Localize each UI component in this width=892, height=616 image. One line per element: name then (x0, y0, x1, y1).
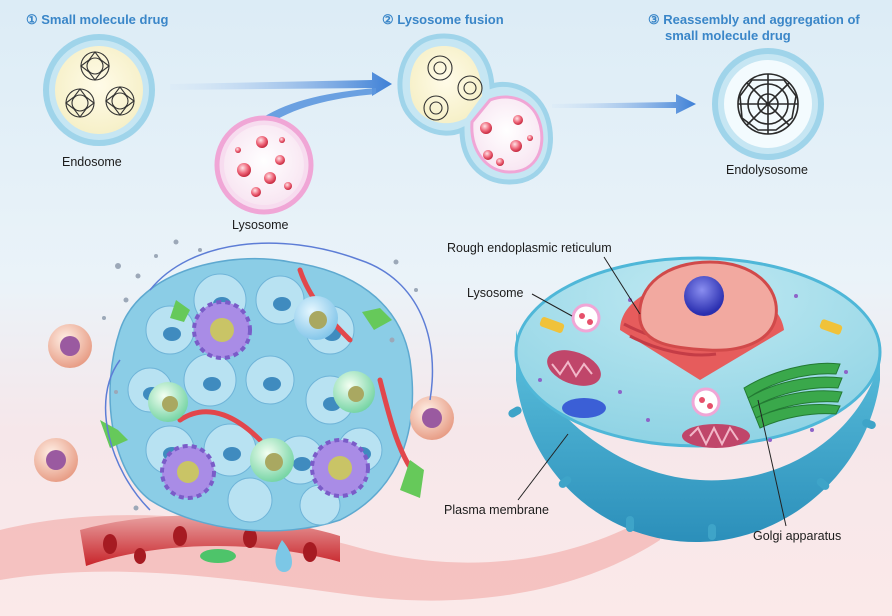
membrane-protrusions (508, 406, 876, 540)
fused-vesicle (397, 33, 553, 185)
vessel-green-cell (200, 549, 236, 563)
plasma-membrane (516, 330, 880, 543)
cell-lysosomes (571, 303, 721, 417)
step-3-subtitle: small molecule drug (665, 28, 791, 43)
macrophage-cells (34, 324, 454, 482)
ribosomes (538, 294, 848, 442)
nucleolus (684, 276, 724, 316)
leader-golgi (757, 399, 787, 527)
endosome-label: Endosome (62, 155, 122, 169)
rough-er-label: Rough endoplasmic reticulum (447, 241, 612, 255)
fused-fullerenes (423, 55, 483, 121)
enzyme-particles (235, 136, 292, 197)
lymphocyte-cells (148, 296, 375, 482)
smooth-er (562, 398, 606, 418)
arrow-to-lysosome-fusion (170, 72, 392, 96)
endolysosome-vesicle (712, 48, 824, 160)
leader-lines (517, 256, 787, 527)
aggregated-fullerene (737, 73, 799, 135)
cell-cross-section (508, 256, 882, 543)
centriole (539, 317, 565, 333)
arrow-lysosome-curve (262, 88, 376, 126)
vessel-leak-droplet (275, 540, 292, 572)
step-1-title: ① Small molecule drug (26, 12, 169, 27)
lysosome-label: Lysosome (232, 218, 289, 232)
fullerene-molecules (65, 51, 135, 118)
drug-particles (102, 239, 418, 511)
red-blood-cells (103, 526, 317, 564)
step-2-title: ② Lysosome fusion (382, 12, 504, 27)
mitochondria (547, 350, 750, 448)
golgi-label: Golgi apparatus (753, 529, 842, 543)
leader-plasma-membrane (517, 433, 569, 501)
golgi-apparatus-organelle (743, 362, 843, 429)
lysosome-vesicle (214, 115, 314, 215)
arrow-to-endolysosome (552, 94, 696, 114)
purple-immune-cells (160, 300, 370, 500)
step-3-title: ③ Reassembly and aggregation of (648, 12, 860, 27)
endolysosome-label: Endolysosome (726, 163, 808, 177)
plasma-membrane-label: Plasma membrane (444, 503, 549, 517)
cell-lysosome-label: Lysosome (467, 286, 524, 300)
centriole-2 (819, 319, 843, 335)
fused-enzymes (480, 115, 533, 166)
tumor-boundary-lines (104, 242, 434, 511)
leader-lysosome (531, 293, 573, 317)
endosome-vesicle (43, 34, 155, 146)
leader-rough-er (603, 256, 641, 315)
